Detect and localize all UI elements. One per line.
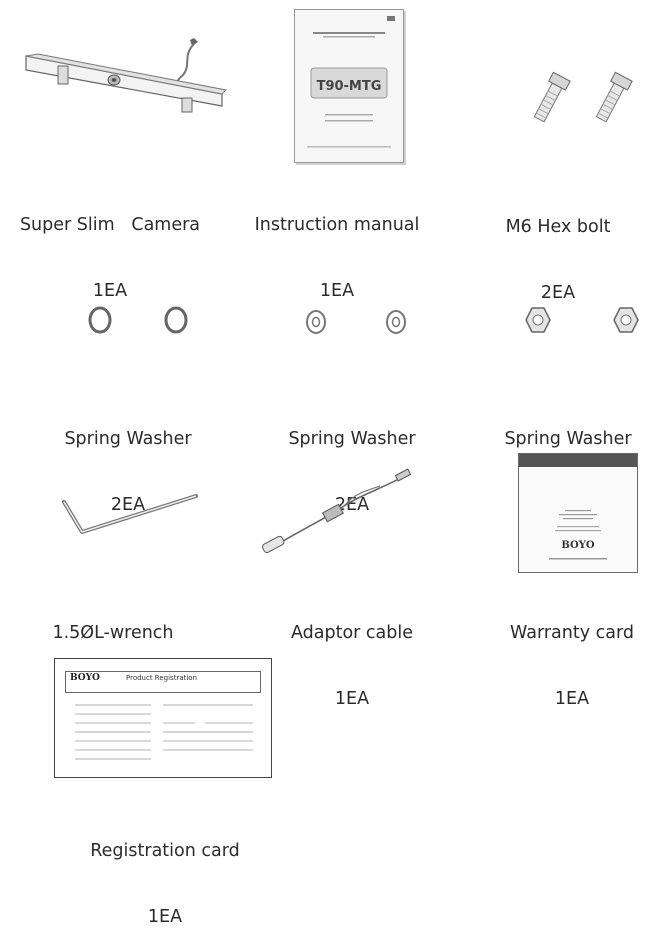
- item-caption-spring-washer: Spring Washer 2EA: [28, 384, 228, 538]
- warranty-card-illustration: BOYO: [518, 453, 638, 573]
- instruction-manual-illustration: T90-MTG: [294, 9, 404, 163]
- item-name: Spring Washer: [288, 429, 416, 449]
- item-name: Registration card: [90, 841, 240, 861]
- item-qty: 1EA: [92, 281, 128, 301]
- registration-brand-logo: BOYO: [70, 673, 100, 683]
- registration-card-title: Product Registration: [126, 674, 198, 682]
- item-name: Adaptor cable: [290, 623, 413, 643]
- item-name: Spring Washer: [64, 429, 192, 449]
- flat-washer-illustration: [306, 310, 406, 334]
- item-caption-warranty-card: Warranty card 1EA: [477, 578, 658, 732]
- warranty-brand-logo: BOYO: [561, 540, 595, 551]
- item-caption-camera: Super Slim Camera 1EA: [0, 170, 220, 324]
- item-caption-bolt: M6 Hex bolt 2EA: [458, 172, 658, 326]
- item-qty: 2EA: [110, 495, 146, 515]
- registration-card-header: BOYO Product Registration: [65, 671, 261, 693]
- hex-bolt-illustration: [533, 71, 633, 123]
- item-name: Warranty card: [510, 623, 634, 643]
- spring-washer-illustration: [88, 306, 188, 334]
- item-name: 1.5ØL-wrench: [52, 623, 174, 643]
- l-wrench-illustration: [62, 494, 198, 534]
- item-name: Spring Washer: [504, 429, 632, 449]
- adaptor-cable-illustration: [261, 468, 412, 554]
- item-qty: 1EA: [147, 907, 183, 927]
- item-qty: 1EA: [334, 689, 370, 709]
- item-qty: 2EA: [334, 495, 370, 515]
- item-caption-flat-washer: Spring Washer 2EA: [252, 384, 452, 538]
- item-caption-registration-card: Registration card 1EA: [65, 796, 265, 950]
- item-caption-adaptor-cable: Adaptor cable 1EA: [252, 578, 452, 732]
- item-name: M6 Hex bolt: [505, 217, 611, 237]
- item-qty: 2EA: [540, 283, 576, 303]
- item-name: Instruction manual: [254, 215, 420, 235]
- registration-card-illustration: BOYO Product Registration: [54, 658, 272, 778]
- item-qty: 1EA: [554, 689, 590, 709]
- manual-plate-text: T90-MTG: [317, 79, 382, 94]
- item-name: Super Slim Camera: [19, 215, 201, 235]
- camera-illustration: [25, 38, 228, 113]
- hex-nut-illustration: [525, 307, 639, 333]
- item-caption-manual: Instruction manual 1EA: [237, 170, 437, 324]
- item-qty: 1EA: [319, 281, 355, 301]
- warranty-card-header-bar: [519, 454, 637, 467]
